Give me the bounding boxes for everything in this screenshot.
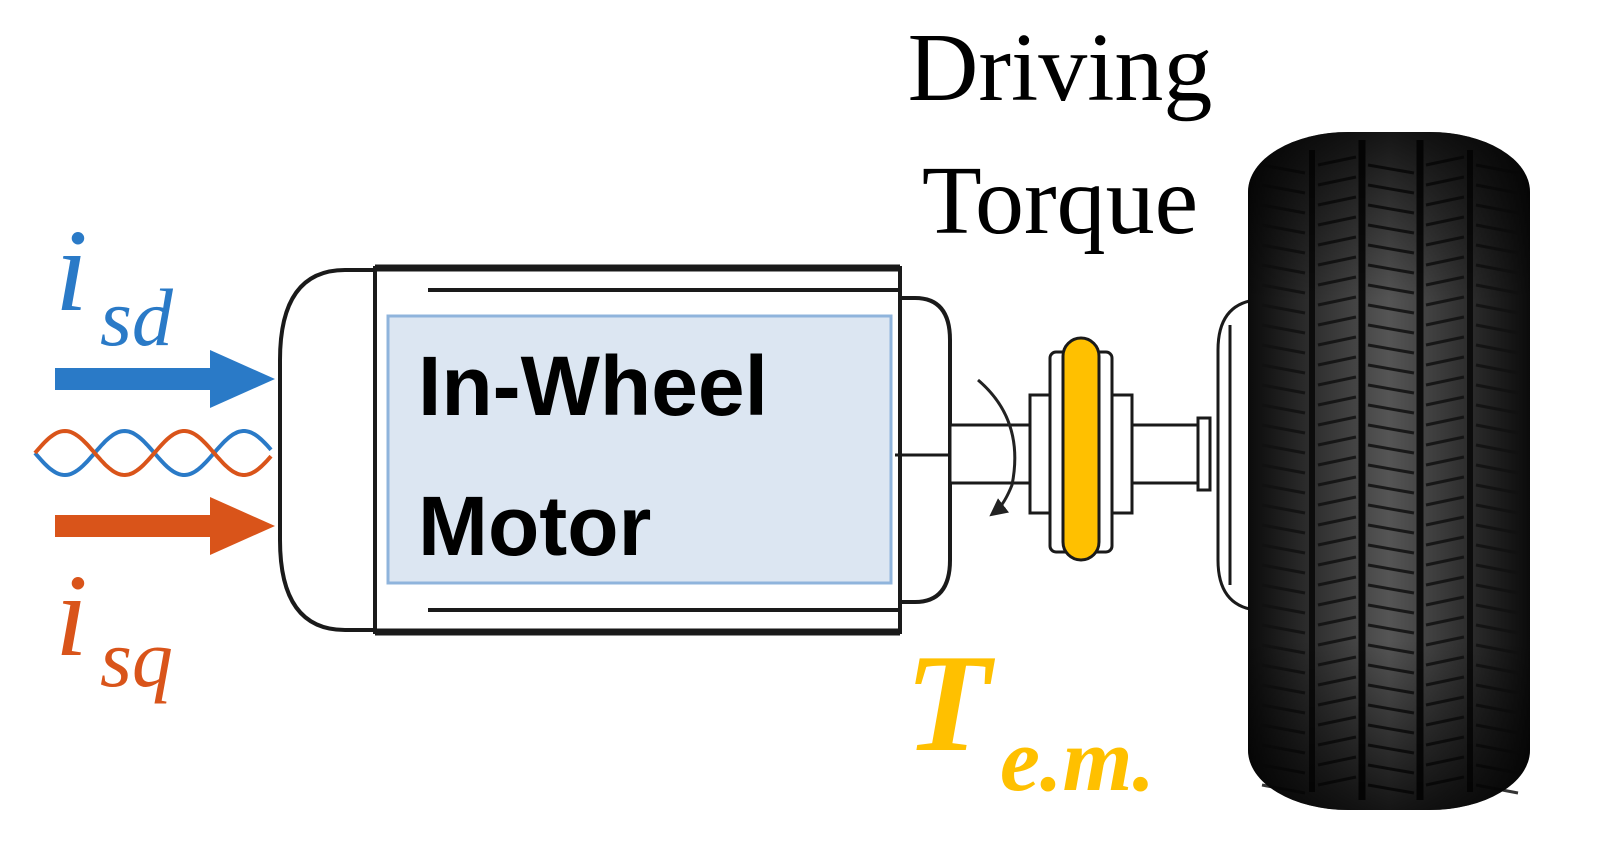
torque-symbol-subscript: e.m. <box>1000 711 1155 810</box>
motor-housing <box>278 264 952 636</box>
q-current-symbol: i <box>55 550 88 681</box>
coupling-icon <box>1028 336 1134 562</box>
q-current-label: i sq <box>55 550 173 704</box>
wheel-hub <box>1216 298 1256 612</box>
torque-symbol: T e.m. <box>905 626 1155 810</box>
d-current-subscript: sd <box>100 272 174 363</box>
q-current-arrow <box>55 497 275 555</box>
tire-icon <box>1248 132 1530 810</box>
drive-shaft <box>948 416 1212 492</box>
motor-label-line2: Motor <box>418 479 651 573</box>
d-current-label: i sd <box>55 205 174 363</box>
d-current-symbol: i <box>55 205 88 336</box>
d-current-arrow <box>55 350 275 408</box>
coupling-ring <box>1061 336 1101 562</box>
three-phase-waveform <box>33 428 273 478</box>
motor-label-panel <box>386 314 893 585</box>
motor-end-cap <box>278 268 375 632</box>
q-current-subscript: sq <box>100 613 173 704</box>
torque-caption-line1: Driving <box>908 14 1213 122</box>
rotation-arrow-icon <box>977 378 1017 517</box>
waveform-orange <box>33 428 273 478</box>
torque-caption-line2: Torque <box>922 147 1198 255</box>
motor-label-line1: In-Wheel <box>418 339 768 433</box>
waveform-blue <box>33 428 273 478</box>
motor-flange <box>900 296 952 604</box>
torque-symbol-T: T <box>905 626 996 781</box>
